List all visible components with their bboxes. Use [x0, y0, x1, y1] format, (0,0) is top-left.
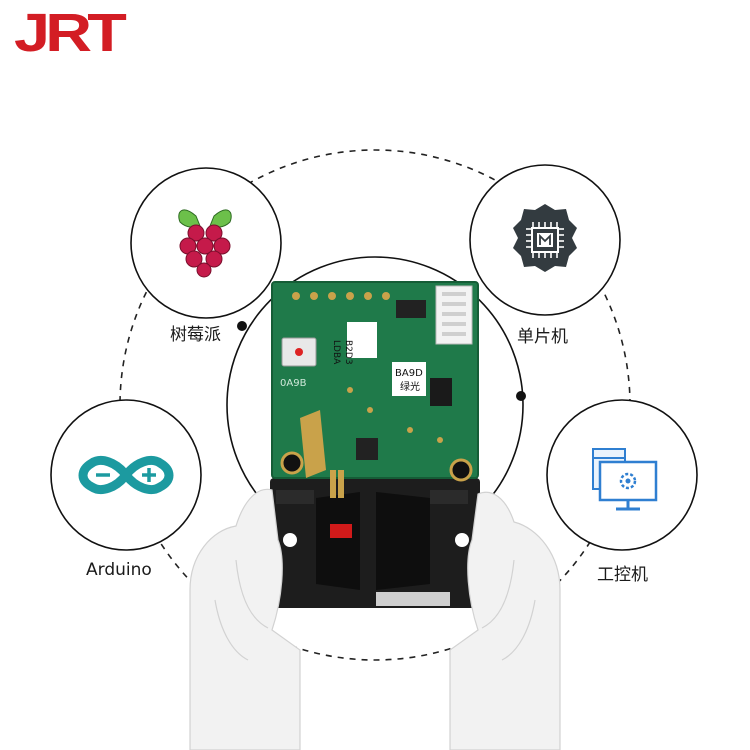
silkscreen-label: 0A9B — [280, 378, 307, 389]
arduino-icon — [78, 456, 174, 494]
chip-label-b: BA9D — [395, 368, 423, 379]
ring-dot-left — [237, 321, 247, 331]
feature-label-arduino: Arduino — [86, 560, 152, 580]
pcb-board: LDBA B2D3 BA9D 绿光 0A9B — [271, 281, 479, 498]
feature-label-raspberry-pi: 树莓派 — [170, 325, 221, 345]
industrial-computer-icon — [592, 448, 658, 511]
raspberry-pi-icon — [178, 209, 232, 278]
ring-dot-right — [516, 391, 526, 401]
gloved-hands — [189, 488, 561, 750]
feature-label-ipc: 工控机 — [597, 565, 648, 585]
brand-logo: JRT — [14, 3, 127, 63]
chip-label-b2: 绿光 — [400, 380, 420, 393]
microchip-icon — [513, 204, 577, 272]
sensor-housing — [270, 478, 480, 608]
chip-label-a: LDBA — [331, 340, 341, 365]
chip-label-a2: B2D3 — [343, 340, 353, 365]
feature-label-mcu: 单片机 — [517, 327, 568, 347]
